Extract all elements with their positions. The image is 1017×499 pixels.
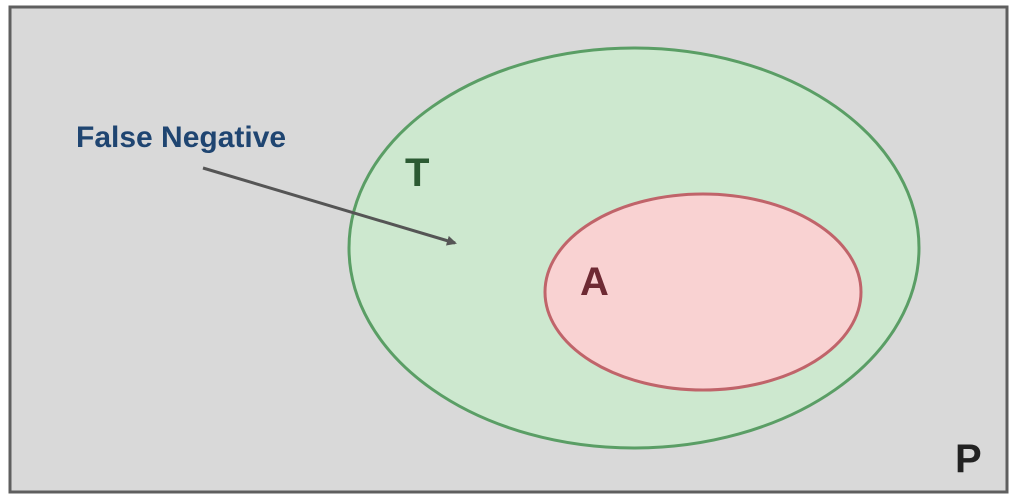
- set-a-label: A: [580, 260, 609, 304]
- false-negative-arrow: [202, 166, 457, 246]
- set-p-label: P: [955, 437, 982, 481]
- false-negative-label: False Negative: [76, 121, 286, 154]
- set-a-ellipse: [543, 192, 863, 392]
- set-t-label: T: [405, 151, 429, 195]
